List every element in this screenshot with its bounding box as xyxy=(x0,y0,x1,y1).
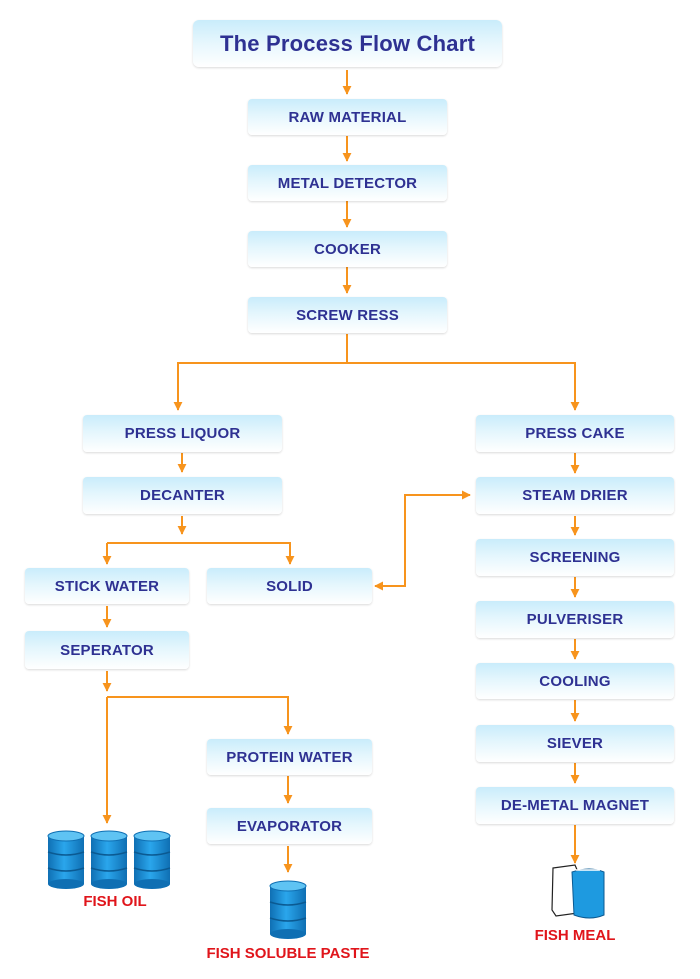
arrow-screw-to-press-cake xyxy=(347,362,580,411)
drum-icon xyxy=(269,880,307,940)
step-press-cake: PRESS CAKE xyxy=(476,415,674,452)
step-protein-water: PROTEIN WATER xyxy=(207,739,372,775)
step-cooling: COOLING xyxy=(476,663,674,699)
product-fish-oil: FISH OIL xyxy=(83,893,147,910)
step-steam-drier: STEAM DRIER xyxy=(476,477,674,514)
step-stick-water: STICK WATER xyxy=(25,568,189,604)
arrow-solid-steam-drier xyxy=(374,490,471,591)
step-de-metal-magnet: DE-METAL MAGNET xyxy=(476,787,674,824)
step-raw-material: RAW MATERIAL xyxy=(248,99,447,135)
step-solid: SOLID xyxy=(207,568,372,604)
step-metal-detector: METAL DETECTOR xyxy=(248,165,447,201)
step-screw-press: SCREW RESS xyxy=(248,297,447,333)
step-pulveriser: PULVERISER xyxy=(476,601,674,638)
connectors xyxy=(102,70,580,873)
arrow-to-protein-water xyxy=(107,696,293,735)
page-title: The Process Flow Chart xyxy=(193,20,502,67)
step-evaporator: EVAPORATOR xyxy=(207,808,372,844)
step-decanter: DECANTER xyxy=(83,477,282,514)
product-fish-meal: FISH MEAL xyxy=(534,927,616,944)
step-seperator: SEPERATOR xyxy=(25,631,189,669)
sack-icon xyxy=(551,864,605,919)
oil-drum-icon xyxy=(47,830,171,890)
step-press-liquor: PRESS LIQUOR xyxy=(83,415,282,452)
product-fish-soluble-paste: FISH SOLUBLE PASTE xyxy=(206,945,370,962)
step-siever: SIEVER xyxy=(476,725,674,762)
step-cooker: COOKER xyxy=(248,231,447,267)
arrow-to-solid xyxy=(107,542,291,564)
step-screening: SCREENING xyxy=(476,539,674,576)
arrow-screw-to-press-liquor xyxy=(173,334,348,411)
